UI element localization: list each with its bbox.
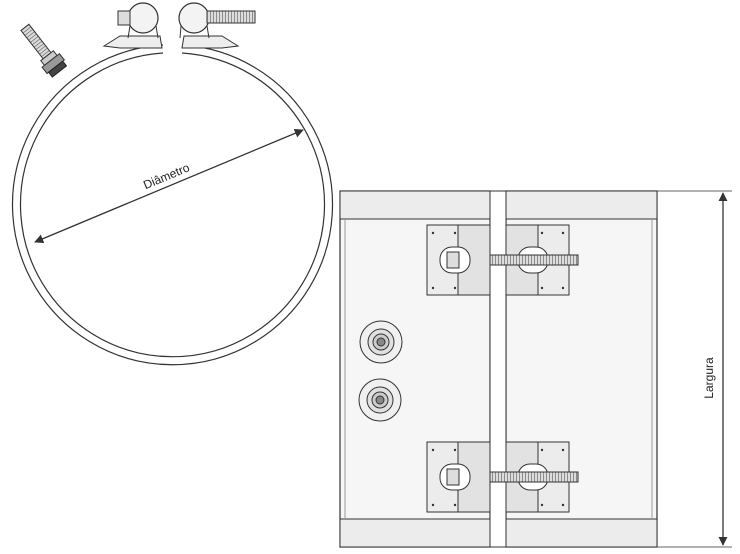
front-view: Largura (339, 190, 732, 548)
clamp-tab-right (181, 35, 240, 49)
clamp-lower (426, 441, 579, 513)
side-view: Diâmetro (11, 2, 334, 366)
width-label: Largura (702, 357, 716, 399)
clamp-barrel-right (178, 2, 210, 34)
clamp-tab-left (102, 35, 163, 49)
terminal-stud-upper (359, 320, 403, 364)
clamp-upper (426, 224, 579, 296)
band-ring-inner (19, 52, 326, 358)
band-ring (11, 44, 334, 366)
clamp-barrel-left (127, 2, 159, 34)
clamp-screw-upper (489, 254, 579, 266)
terminal-stud-lower (358, 378, 402, 422)
clamp-screw-lower (489, 471, 579, 483)
terminal-post (20, 23, 68, 78)
clamp-screw (206, 10, 256, 24)
diameter-dimension-line (34, 128, 304, 244)
